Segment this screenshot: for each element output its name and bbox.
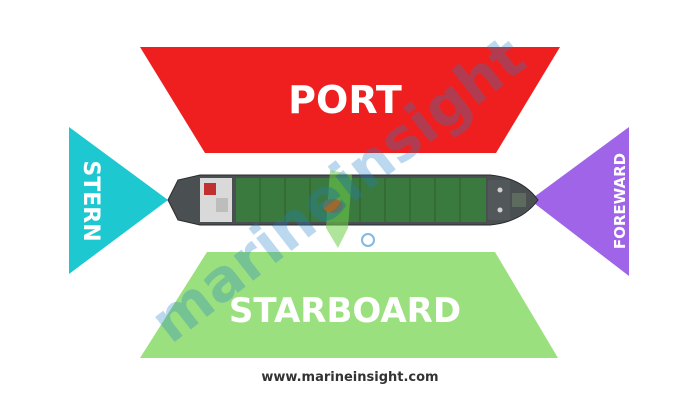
starboard-label: STARBOARD xyxy=(229,291,461,331)
cargo-ship-icon xyxy=(167,174,539,226)
foreward-shape xyxy=(530,127,629,276)
stern-label: STERN xyxy=(78,160,103,241)
footer-url[interactable]: www.marineinsight.com xyxy=(261,370,439,385)
stern-shape xyxy=(69,127,168,274)
port-label: PORT xyxy=(288,78,402,122)
foreward-label: FOREWARD xyxy=(611,153,629,249)
starboard-shape xyxy=(140,252,558,358)
port-shape xyxy=(140,47,560,153)
